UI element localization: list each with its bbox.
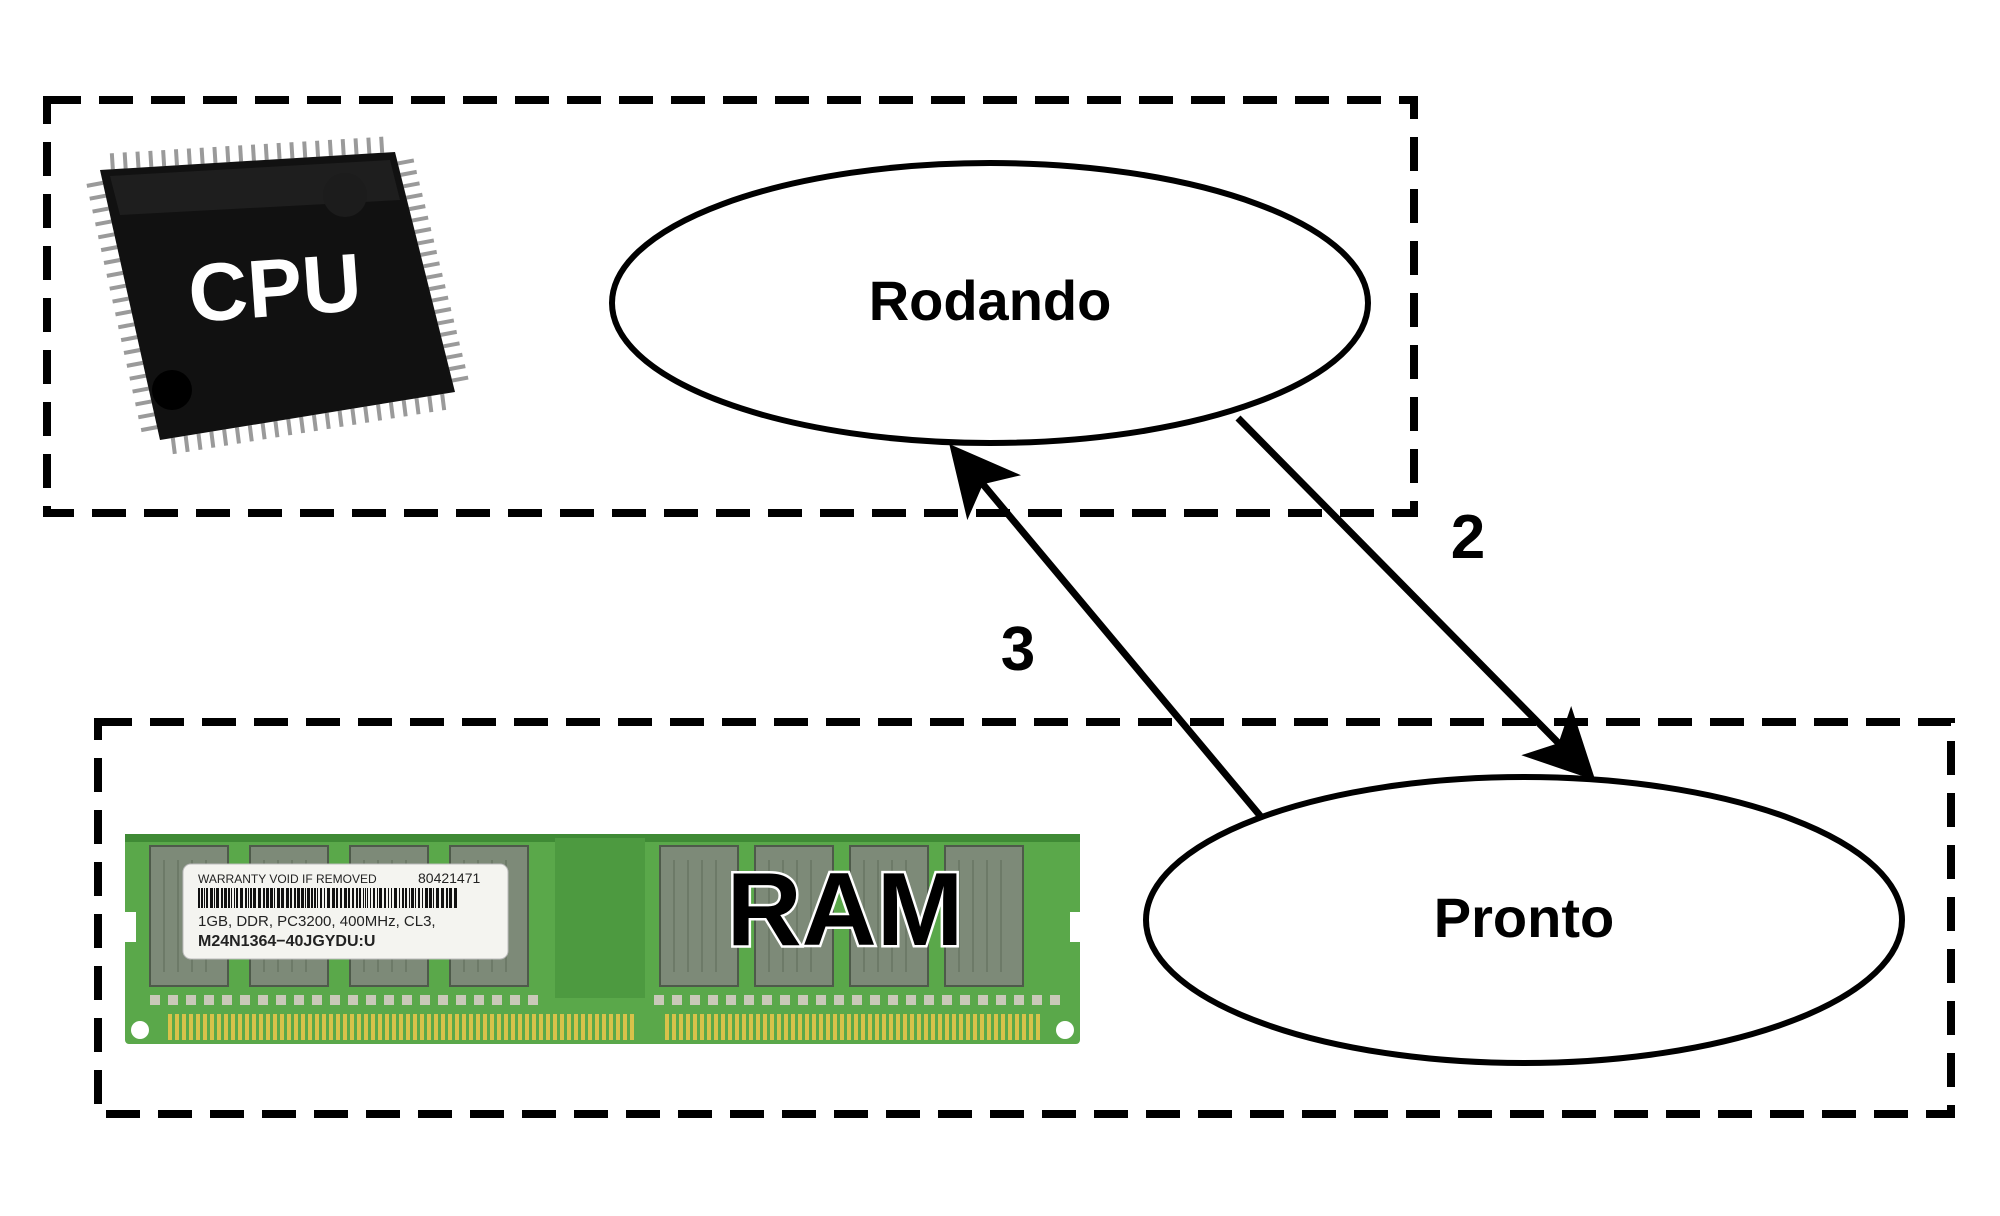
transition-2-label: 2 bbox=[1451, 503, 1485, 572]
state-running-label: Rodando bbox=[869, 269, 1112, 332]
cpu-region-box bbox=[43, 96, 1418, 517]
ram-sticker: WARRANTY VOID IF REMOVED 80421471 1GB, D… bbox=[182, 863, 509, 960]
ram-sticker-warranty: WARRANTY VOID IF REMOVED bbox=[198, 872, 377, 886]
state-running-node bbox=[609, 160, 1371, 446]
ram-contacts bbox=[168, 1014, 1040, 1040]
ram-barcode bbox=[198, 888, 457, 908]
cpu-pins bbox=[86, 136, 469, 455]
state-ready-label: Pronto bbox=[1434, 886, 1614, 949]
ram-region-box bbox=[94, 718, 1955, 1118]
cpu-chip-icon: CPU bbox=[86, 136, 469, 455]
ram-sticker-code: 80421471 bbox=[418, 870, 481, 886]
transition-3-label: 3 bbox=[1001, 615, 1035, 684]
transition-3-arrow bbox=[949, 443, 1265, 821]
ram-module-icon: WARRANTY VOID IF REMOVED 80421471 1GB, D… bbox=[118, 834, 1088, 1044]
cpu-label: CPU bbox=[185, 237, 364, 340]
ram-label: RAM bbox=[727, 852, 964, 968]
cpu-body bbox=[100, 152, 455, 440]
ram-components bbox=[150, 995, 1060, 1005]
ram-sticker-part: M24N1364−40JGYDU:U bbox=[198, 933, 375, 950]
ram-sticker-spec: 1GB, DDR, PC3200, 400MHz, CL3, bbox=[198, 913, 436, 930]
transition-2-arrow bbox=[1235, 415, 1596, 781]
